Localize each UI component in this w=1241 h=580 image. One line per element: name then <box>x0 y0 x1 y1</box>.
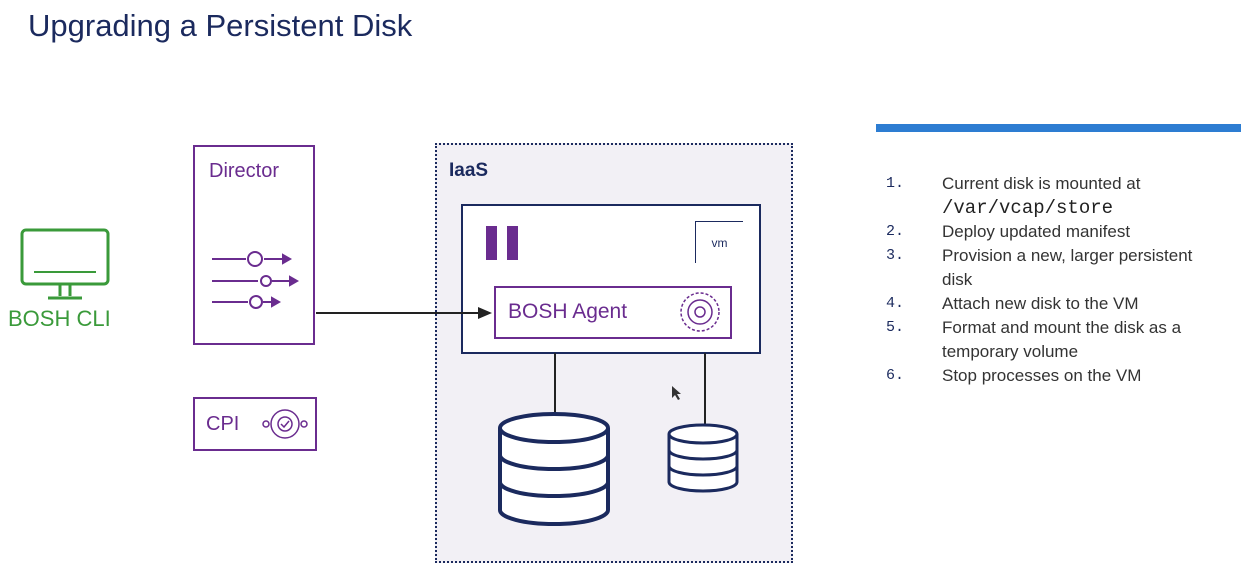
step-code: /var/vcap/store <box>942 197 1114 219</box>
list-item: 2. Deploy updated manifest <box>886 220 1226 244</box>
cpi-icon <box>262 409 308 439</box>
director-flow-icon <box>212 251 300 309</box>
step-text: Format and mount the disk as a temporary… <box>942 318 1182 361</box>
steps-list: 1. Current disk is mounted at /var/vcap/… <box>886 172 1226 388</box>
bosh-agent-box <box>494 286 732 339</box>
step-number: 4. <box>886 295 905 312</box>
director-box <box>193 145 315 345</box>
pause-icon <box>486 226 518 260</box>
agent-gear-icon <box>680 292 720 332</box>
page-title: Upgrading a Persistent Disk <box>28 8 413 43</box>
step-text: Attach new disk to the VM <box>942 294 1139 313</box>
step-number: 1. <box>886 175 905 192</box>
step-number: 3. <box>886 247 905 264</box>
list-item: 6. Stop processes on the VM <box>886 364 1226 388</box>
list-item: 5. Format and mount the disk as a tempor… <box>886 316 1226 364</box>
list-item: 4. Attach new disk to the VM <box>886 292 1226 316</box>
step-text: Provision a new, larger persistent disk <box>942 246 1193 289</box>
list-item: 1. Current disk is mounted at /var/vcap/… <box>886 172 1226 220</box>
director-label: Director <box>209 160 280 182</box>
bosh-agent-label: BOSH Agent <box>508 300 628 323</box>
bosh-cli-label: BOSH CLI <box>8 306 111 331</box>
accent-bar <box>876 124 1241 132</box>
cpi-box <box>193 397 317 451</box>
iaas-label: IaaS <box>449 160 489 181</box>
step-number: 6. <box>886 367 905 384</box>
new-disk-icon <box>667 423 739 493</box>
vm-tag: vm <box>695 221 743 263</box>
monitor-icon <box>20 228 110 300</box>
current-disk-icon <box>498 412 610 526</box>
director-agent-arrow <box>316 307 492 319</box>
cpi-label: CPI <box>206 413 240 435</box>
step-text: Current disk is mounted at <box>942 174 1141 193</box>
list-item: 3. Provision a new, larger persistent di… <box>886 244 1226 292</box>
cursor-icon <box>672 386 681 400</box>
step-number: 2. <box>886 223 905 240</box>
step-text: Deploy updated manifest <box>942 222 1131 241</box>
step-text: Stop processes on the VM <box>942 366 1142 385</box>
step-number: 5. <box>886 319 905 336</box>
